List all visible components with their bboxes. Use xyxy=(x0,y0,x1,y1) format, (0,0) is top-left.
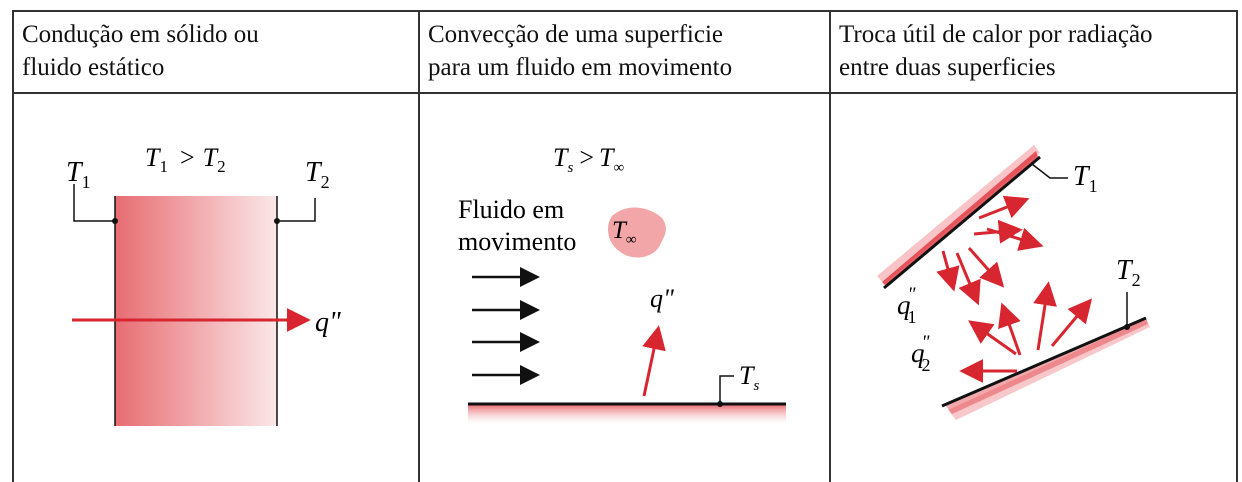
header-convection: Convecção de uma superficie para um flui… xyxy=(420,12,829,92)
header-conduction-line-2: fluido estático xyxy=(22,54,165,81)
conduction-panel: T1>T2 T1 T2 q" xyxy=(66,143,341,426)
radiation-arrow-upper-4 xyxy=(967,247,1005,288)
surface-temperature-symbol: T xyxy=(739,361,755,390)
upper-temperature-leader xyxy=(1031,163,1068,179)
lower-flux-subscript: 2 xyxy=(921,355,930,375)
right-temperature-symbol: T xyxy=(305,157,323,188)
convection-relation: Ts>T∞ xyxy=(553,143,624,176)
conduction-relation: T1>T2 xyxy=(145,143,226,176)
lower-flux-prime: " xyxy=(922,332,931,353)
convection-relation-right: T xyxy=(599,143,615,172)
ambient-temperature-label: T∞ xyxy=(612,217,637,248)
right-temperature-subscript: 2 xyxy=(321,172,330,192)
left-temperature-symbol: T xyxy=(66,157,84,188)
left-temperature-subscript: 1 xyxy=(82,172,91,192)
lower-flux-symbol: q xyxy=(911,338,925,368)
upper-surface-glow-outer xyxy=(877,145,1040,284)
radiation-arrow-lower-4 xyxy=(1050,298,1093,347)
radiation-arrow-upper-6 xyxy=(936,250,960,292)
header-radiation: Troca útil de calor por radiação entre d… xyxy=(831,12,1236,92)
convection-flux-label: q" xyxy=(650,284,674,313)
conduction-relation-left-sub: 1 xyxy=(159,157,168,176)
header-conduction-line-1: Condução em sólido ou xyxy=(22,21,259,48)
lower-temperature-subscript: 2 xyxy=(1132,270,1141,290)
right-temperature-label: T2 xyxy=(305,157,330,192)
comparison-table-frame xyxy=(12,10,1238,482)
radiation-arrow-upper-1 xyxy=(978,195,1030,220)
surface-temperature-subscript: s xyxy=(753,378,759,394)
left-temperature-label: T1 xyxy=(66,157,91,192)
ambient-fluid-blob xyxy=(607,207,666,258)
convection-relation-symbol: > xyxy=(579,143,594,172)
fluid-label-line-2: movimento xyxy=(458,227,576,256)
right-temperature-leader xyxy=(280,198,316,222)
ambient-temperature-symbol: T xyxy=(612,217,628,244)
right-temperature-node xyxy=(274,218,280,224)
surface-temperature-node xyxy=(717,401,723,407)
lower-radiating-surface xyxy=(941,316,1147,408)
convection-heat-arrow xyxy=(642,325,666,397)
conduction-relation-symbol: > xyxy=(180,143,195,172)
surface-temperature-leader xyxy=(719,375,734,404)
lower-flux-label: q"2 xyxy=(911,332,931,375)
convection-relation-right-sub: ∞ xyxy=(613,160,624,176)
convection-panel: Ts>T∞ Fluido em movimento T∞ q" Ts xyxy=(458,143,786,424)
upper-temperature-subscript: 1 xyxy=(1089,176,1098,196)
upper-flux-prime: " xyxy=(908,284,917,305)
radiation-arrow-lower-2 xyxy=(998,302,1022,356)
ambient-temperature-subscript: ∞ xyxy=(626,232,637,248)
upper-radiating-surface xyxy=(883,155,1041,290)
header-row xyxy=(12,10,1238,94)
column-divider-2 xyxy=(829,10,831,482)
radiation-arrow-upper-3 xyxy=(986,227,1044,251)
upper-flux-symbol: q xyxy=(897,290,911,320)
conduction-relation-right: T xyxy=(203,143,219,172)
lower-temperature-node xyxy=(1124,324,1130,330)
heated-surface-glow xyxy=(468,404,786,424)
upper-temperature-label: T1 xyxy=(1073,161,1098,196)
upper-surface-glow xyxy=(882,151,1038,286)
left-temperature-leader xyxy=(73,184,113,222)
column-divider-1 xyxy=(418,10,420,482)
header-convection-line-1: Convecção de uma superficie xyxy=(428,21,724,48)
convection-relation-left-sub: s xyxy=(567,160,573,176)
radiation-arrow-lower-3 xyxy=(1033,281,1057,351)
surface-temperature-label: Ts xyxy=(739,361,759,394)
convection-relation-left: T xyxy=(553,143,569,172)
conduction-relation-left: T xyxy=(145,143,161,172)
lower-surface-glow-outer xyxy=(948,319,1150,420)
lower-surface-glow xyxy=(946,318,1148,414)
header-radiation-line-1: Troca útil de calor por radiação xyxy=(839,21,1153,48)
radiation-panel: T1 T2 q"1 q"2 xyxy=(877,145,1150,420)
upper-temperature-symbol: T xyxy=(1073,161,1091,192)
lower-temperature-symbol: T xyxy=(1116,255,1134,286)
solid-slab xyxy=(115,196,277,426)
lower-temperature-label: T2 xyxy=(1116,255,1141,290)
radiation-arrow-upper-5 xyxy=(955,252,981,306)
upper-flux-label: q"1 xyxy=(897,284,917,327)
radiation-arrow-lower-1 xyxy=(968,320,1017,356)
fluid-label-line-1: Fluido em xyxy=(458,195,564,224)
conduction-relation-right-sub: 2 xyxy=(217,157,226,176)
left-temperature-node xyxy=(112,218,118,224)
header-radiation-line-2: entre duas superficies xyxy=(839,54,1056,81)
conduction-flux-label: q" xyxy=(315,307,341,338)
upper-flux-subscript: 1 xyxy=(907,307,916,327)
header-conduction: Condução em sólido ou fluido estático xyxy=(14,12,418,92)
header-convection-line-2: para um fluido em movimento xyxy=(428,54,733,81)
